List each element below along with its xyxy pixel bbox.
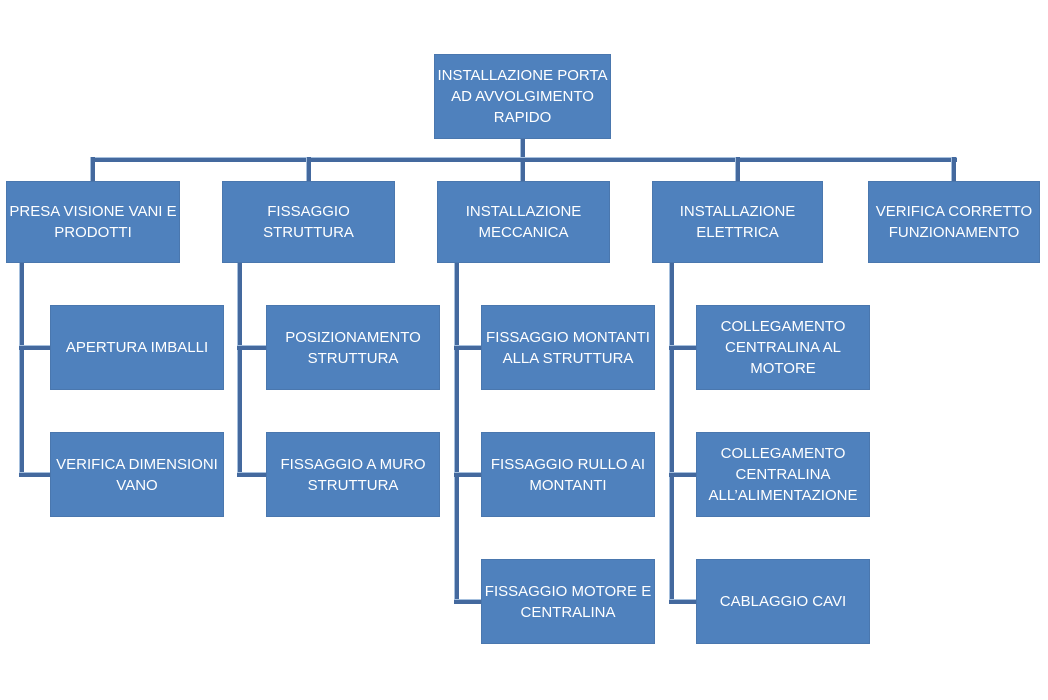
connector-branch-stub-1 — [306, 157, 311, 181]
node-collegamento-centralina-al-motore: COLLEGAMENTO CENTRALINA AL MOTORE — [696, 305, 870, 390]
node-fissaggio-struttura: FISSAGGIO STRUTTURA — [222, 181, 395, 263]
connector-branch-stub-3 — [735, 157, 740, 181]
connector-hang-col1 — [237, 263, 242, 477]
node-fissaggio-a-muro-struttura: FISSAGGIO A MURO STRUTTURA — [266, 432, 440, 517]
connector-child-stub — [237, 472, 266, 477]
connector-child-stub — [19, 345, 50, 350]
connector-child-stub — [669, 345, 696, 350]
node-cablaggio-cavi: CABLAGGIO CAVI — [696, 559, 870, 644]
node-presa-visione-vani-e-prodotti: PRESA VISIONE VANI E PRODOTTI — [6, 181, 180, 263]
connector-branch-stub-0 — [90, 157, 95, 181]
node-verifica-corretto-funzionamento: VERIFICA CORRETTO FUNZIONAMENTO — [868, 181, 1040, 263]
node-apertura-imballi: APERTURA IMBALLI — [50, 305, 224, 390]
node-verifica-dimensioni-vano: VERIFICA DIMENSIONI VANO — [50, 432, 224, 517]
connector-bus — [91, 157, 957, 162]
node-collegamento-centralina-alimentazione: COLLEGAMENTO CENTRALINA ALL’ALIMENTAZION… — [696, 432, 870, 517]
connector-child-stub — [669, 472, 696, 477]
connector-child-stub — [669, 599, 696, 604]
node-fissaggio-motore-e-centralina: FISSAGGIO MOTORE E CENTRALINA — [481, 559, 655, 644]
node-fissaggio-rullo-ai-montanti: FISSAGGIO RULLO AI MONTANTI — [481, 432, 655, 517]
connector-child-stub — [454, 599, 481, 604]
connector-child-stub — [19, 472, 50, 477]
node-posizionamento-struttura: POSIZIONAMENTO STRUTTURA — [266, 305, 440, 390]
connector-child-stub — [237, 345, 266, 350]
node-fissaggio-montanti-alla-struttura: FISSAGGIO MONTANTI ALLA STRUTTURA — [481, 305, 655, 390]
node-root-installazione-porta: INSTALLAZIONE PORTA AD AVVOLGIMENTO RAPI… — [434, 54, 611, 139]
connector-hang-col0 — [19, 263, 24, 477]
connector-hang-col3 — [669, 263, 674, 604]
node-installazione-meccanica: INSTALLAZIONE MECCANICA — [437, 181, 610, 263]
connector-child-stub — [454, 472, 481, 477]
connector-hang-col2 — [454, 263, 459, 604]
node-installazione-elettrica: INSTALLAZIONE ELETTRICA — [652, 181, 823, 263]
connector-branch-stub-4 — [951, 157, 956, 181]
connector-child-stub — [454, 345, 481, 350]
